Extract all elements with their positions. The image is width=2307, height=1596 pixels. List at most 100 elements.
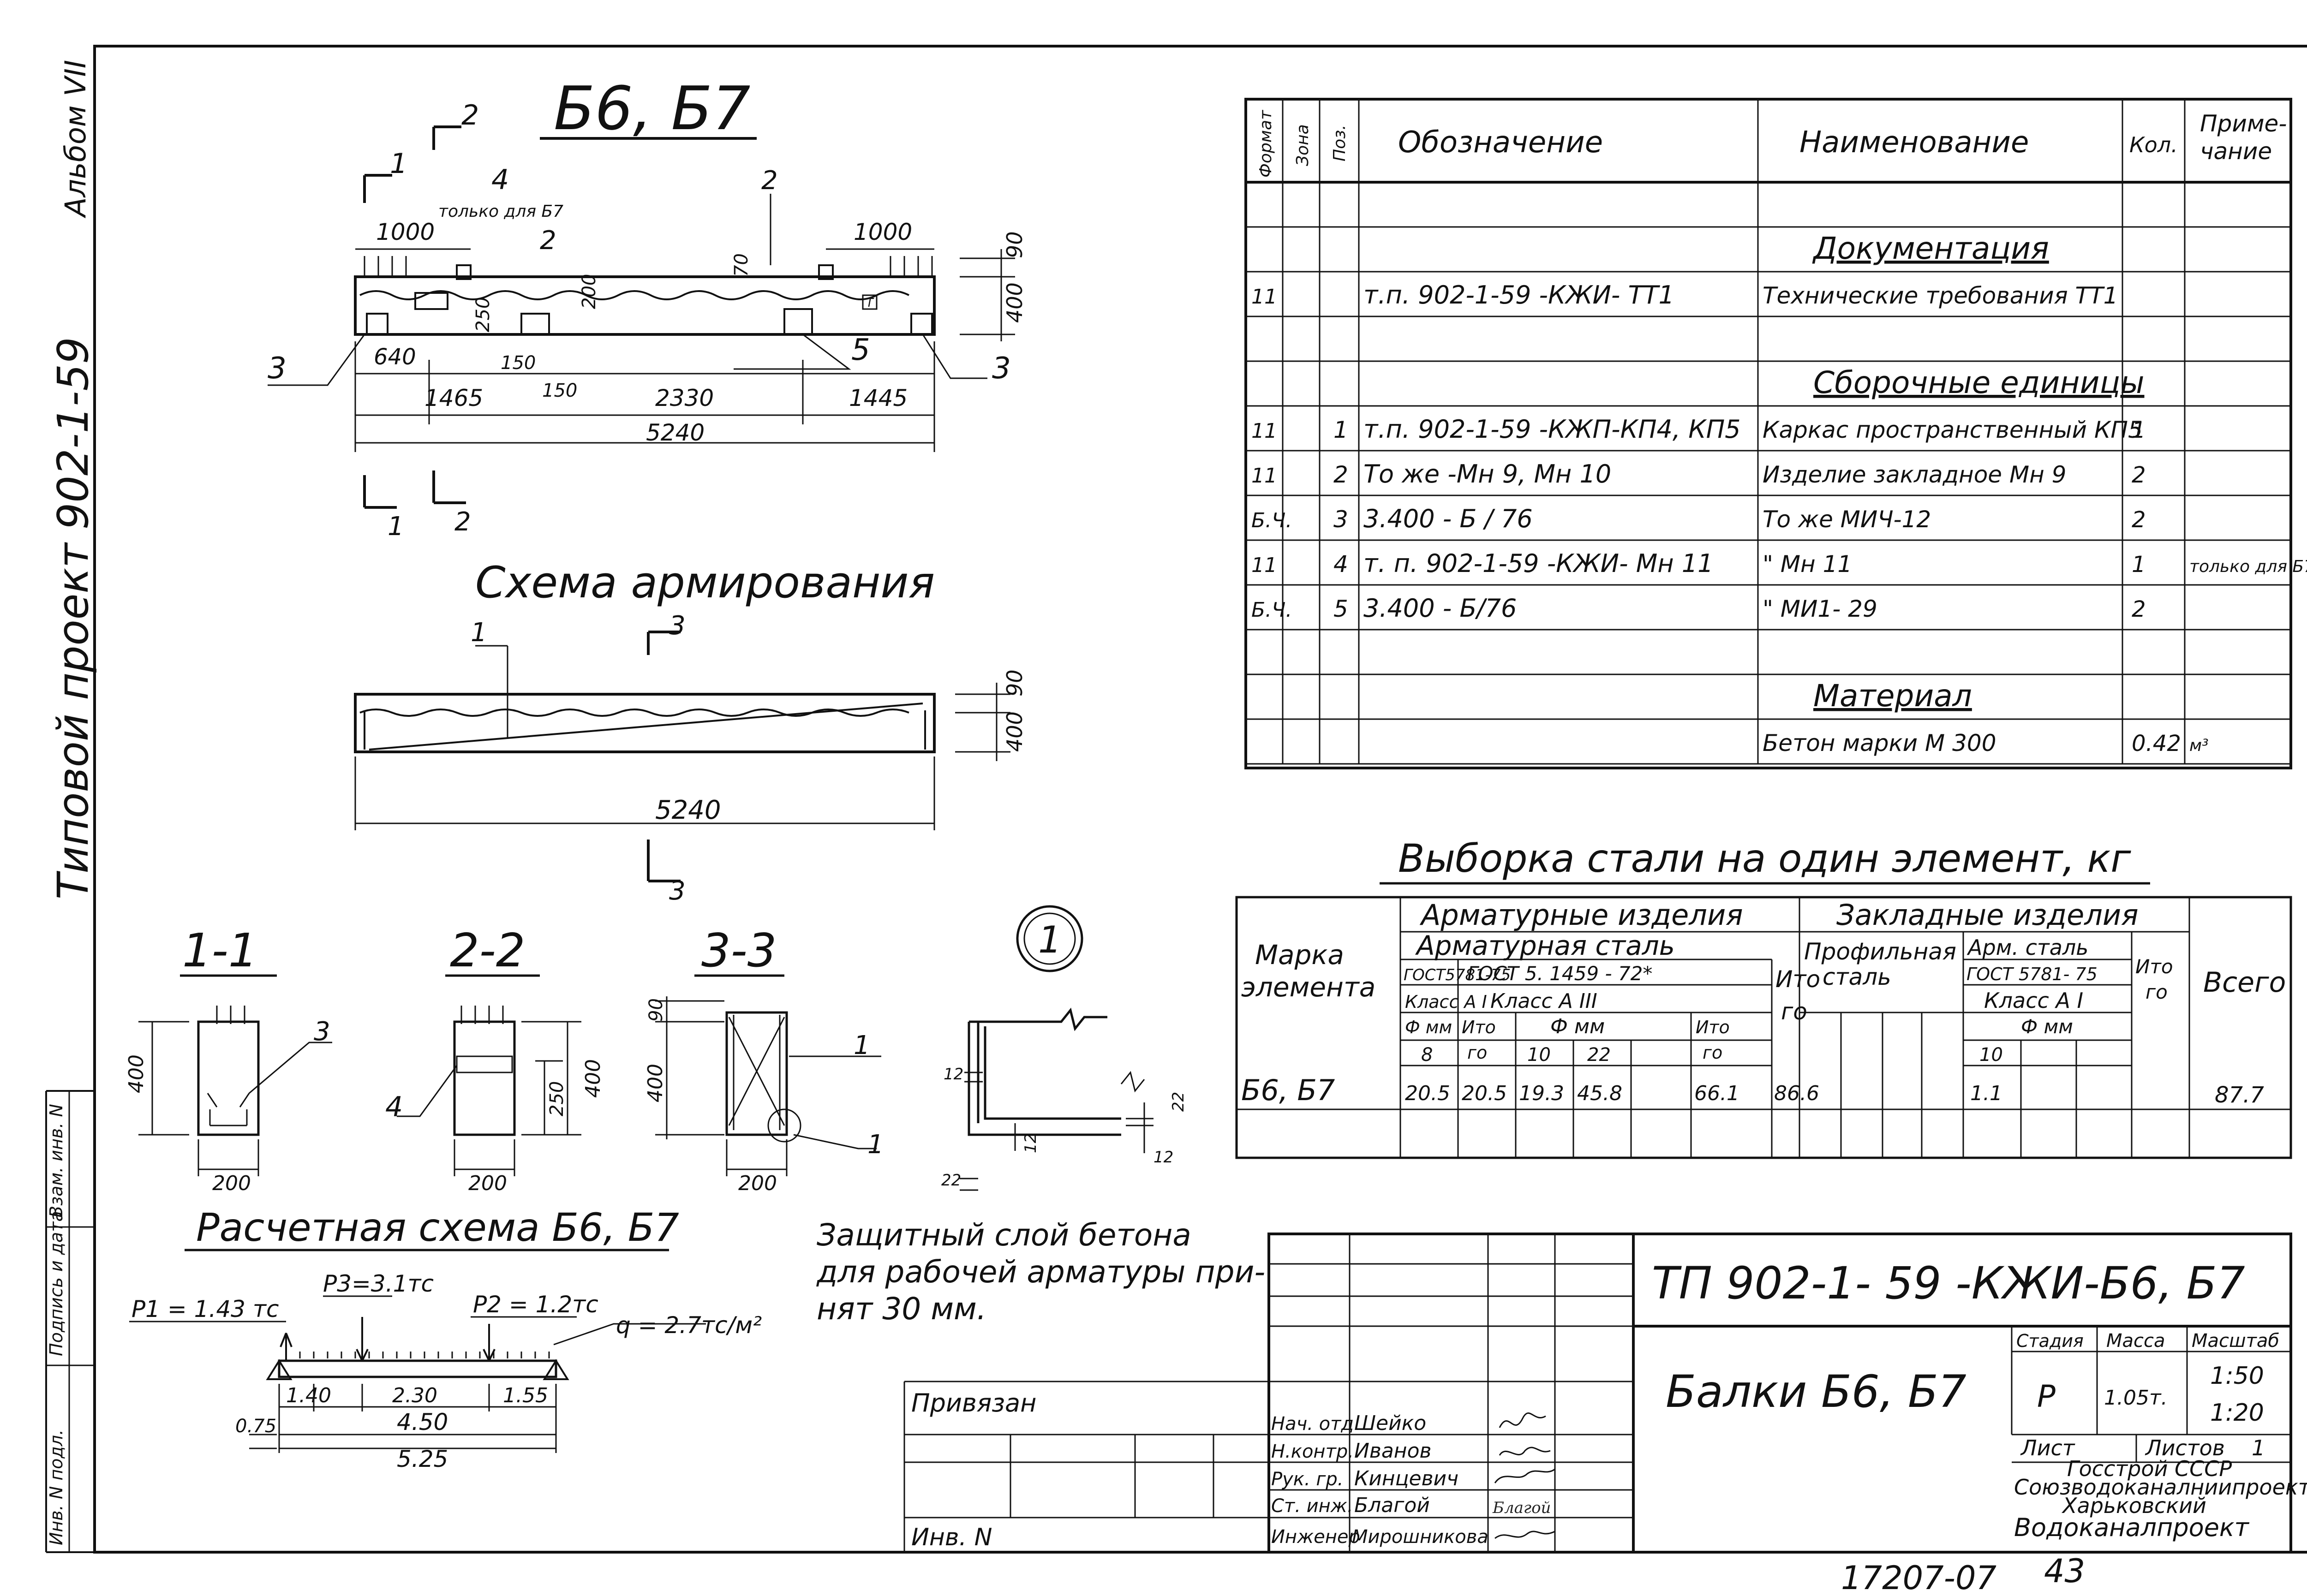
signature-blagoy: Благой xyxy=(1492,1499,1551,1517)
title-name: Балки Б6, Б7 xyxy=(1666,1366,1966,1417)
calc-p2: P2 = 1.2тс xyxy=(473,1291,598,1318)
steel-h-arm-steel2: Арм. сталь xyxy=(1966,935,2088,960)
s1-3: 3 xyxy=(314,1017,330,1047)
s2-200: 200 xyxy=(468,1172,507,1195)
s3-200: 200 xyxy=(738,1172,777,1195)
spec-qty: 0.42 xyxy=(2132,731,2181,756)
spec-name: То же МИЧ-12 xyxy=(1763,506,1931,533)
elevation-title: Б6, Б7 xyxy=(554,73,750,143)
spec-h-pos: Поз. xyxy=(1330,125,1349,161)
scale-value-1: 1:50 xyxy=(2210,1362,2264,1390)
dim-70: 70 xyxy=(731,253,752,277)
staff-role-5: Инженер xyxy=(1271,1526,1360,1548)
s2-250: 250 xyxy=(546,1081,568,1116)
steel-title: Выборка стали на один элемент, кг xyxy=(1398,836,2131,881)
dim-2330: 2330 xyxy=(655,385,714,411)
node-12b: 12 xyxy=(1022,1133,1040,1153)
mark-3-left: 3 xyxy=(268,351,287,386)
spec-designation: т. п. 902-1-59 -КЖИ- Мн 11 xyxy=(1363,549,1714,578)
spec-qty: 2 xyxy=(2132,507,2146,533)
spec-qty: 1 xyxy=(2132,417,2146,443)
spec-format: 11 xyxy=(1251,419,1277,443)
steel-h-itogo-c2: го xyxy=(1781,998,1807,1025)
mark-5: 5 xyxy=(851,333,870,367)
calc-p1: P1 = 1.43 тс xyxy=(131,1296,279,1322)
steel-h-itogo-a2: го xyxy=(1467,1042,1487,1063)
calc-075: 0.75 xyxy=(235,1416,276,1437)
spec-h-zone: Зона xyxy=(1293,124,1312,166)
spec-name: " МИ1- 29 xyxy=(1763,596,1877,622)
steel-row-v10b: 1.1 xyxy=(1970,1082,2002,1105)
node-12a: 12 xyxy=(944,1065,963,1084)
steel-h-mark-1: Марка xyxy=(1255,939,1344,971)
steel-h-itogo-b: Ито xyxy=(1696,1017,1730,1037)
calc-title: Расчетная схема Б6, Б7 xyxy=(196,1205,679,1250)
dim-200: 200 xyxy=(579,274,600,309)
node-number: 1 xyxy=(1038,918,1062,961)
staff-name-2: Иванов xyxy=(1354,1439,1431,1463)
spec-qty: 2 xyxy=(2132,462,2146,488)
spec-designation: То же -Мн 9, Мн 10 xyxy=(1363,459,1611,488)
steel-h-total: Всего xyxy=(2203,966,2286,999)
spec-note: только для Б7 xyxy=(2189,557,2307,576)
dim-1000b: 1000 xyxy=(854,219,912,245)
t-mark: Т xyxy=(866,296,874,310)
specification-table: Формат Зона Поз. Обозначение Наименовани… xyxy=(1244,98,2307,769)
mark-4: 4 xyxy=(491,164,509,196)
s2-400: 400 xyxy=(581,1059,605,1098)
scheme-title: Схема армирования xyxy=(475,558,935,608)
spec-designation: т.п. 902-1-59 -КЖИ- ТТ1 xyxy=(1363,280,1674,310)
note-line-3: нят 30 мм. xyxy=(817,1291,986,1327)
s3-400: 400 xyxy=(644,1064,667,1102)
section-33-title: 3-3 xyxy=(701,923,777,977)
steel-h-mark-2: элемента xyxy=(1241,971,1375,1003)
dim-640: 640 xyxy=(374,344,416,370)
sec-2-bottom: 2 xyxy=(454,507,471,537)
spec-designation: 3.400 - Б/76 xyxy=(1363,594,1517,623)
staff-role-1: Нач. отд. xyxy=(1271,1413,1360,1435)
scale-value-2: 1:20 xyxy=(2210,1399,2264,1427)
spec-section-title: Сборочные единицы xyxy=(1813,365,2145,400)
spec-qty: 1 xyxy=(2132,552,2146,578)
steel-row-v10: 19.3 xyxy=(1519,1082,1564,1105)
spec-pos: 4 xyxy=(1333,551,1348,578)
title-block: ТП 902-1- 59 -КЖИ-Б6, Б7 Балки Б6, Б7 Ст… xyxy=(903,1233,2307,1554)
scale-header: Масштаб xyxy=(2192,1330,2279,1352)
steel-h-emb-items: Закладные изделия xyxy=(1836,898,2139,932)
s3-90: 90 xyxy=(645,998,667,1022)
footer-page: 43 xyxy=(2044,1552,2085,1590)
inv-label: Инв. N xyxy=(911,1524,992,1551)
sheet-header: Лист xyxy=(2020,1435,2075,1460)
sheets-value: 1 xyxy=(2252,1435,2265,1460)
steel-h-itogo-a: Ито xyxy=(1462,1017,1496,1037)
spec-h-note-2: чание xyxy=(2200,138,2272,165)
privyazan-label: Привязан xyxy=(911,1388,1036,1417)
org-line-2: Союзводоканалниипроект xyxy=(2014,1475,2307,1500)
mark-2-right: 2 xyxy=(761,166,778,196)
dim-150b: 150 xyxy=(542,380,577,401)
node-22b: 22 xyxy=(941,1171,961,1190)
spec-name: " Мн 11 xyxy=(1763,551,1852,578)
steel-h-class-a1: Класс А I xyxy=(1984,988,2083,1013)
mass-header: Масса xyxy=(2106,1330,2165,1352)
s1-200: 200 xyxy=(212,1172,251,1195)
scheme-dim-400: 400 xyxy=(1002,711,1027,752)
design-scheme: Расчетная схема Б6, Б7 P1 = 1.43 тс P3=3… xyxy=(129,1205,762,1472)
spec-format: 11 xyxy=(1251,285,1277,309)
spec-name: Бетон марки М 300 xyxy=(1763,730,1996,756)
scheme-dim-90: 90 xyxy=(1002,669,1027,697)
spec-note: м³ xyxy=(2189,736,2209,755)
spec-h-qty: Кол. xyxy=(2129,132,2178,157)
scheme-sec-3-bottom: 3 xyxy=(669,876,686,906)
steel-table: Выборка стали на один элемент, кг xyxy=(1235,836,2292,1159)
steel-row-it2: 66.1 xyxy=(1694,1082,1739,1105)
s1-400: 400 xyxy=(125,1054,148,1093)
spec-format: 11 xyxy=(1251,554,1277,577)
steel-h-phi2: Ф мм xyxy=(1550,1015,1605,1038)
calc-q: q = 2.7тс/м² xyxy=(616,1312,762,1339)
spec-section-title: Материал xyxy=(1813,678,1972,714)
signatures xyxy=(1494,1412,1555,1539)
section-22-title: 2-2 xyxy=(450,923,525,977)
mark-1: 1 xyxy=(390,148,407,180)
org-line-4: Водоканалпроект xyxy=(2014,1513,2250,1542)
